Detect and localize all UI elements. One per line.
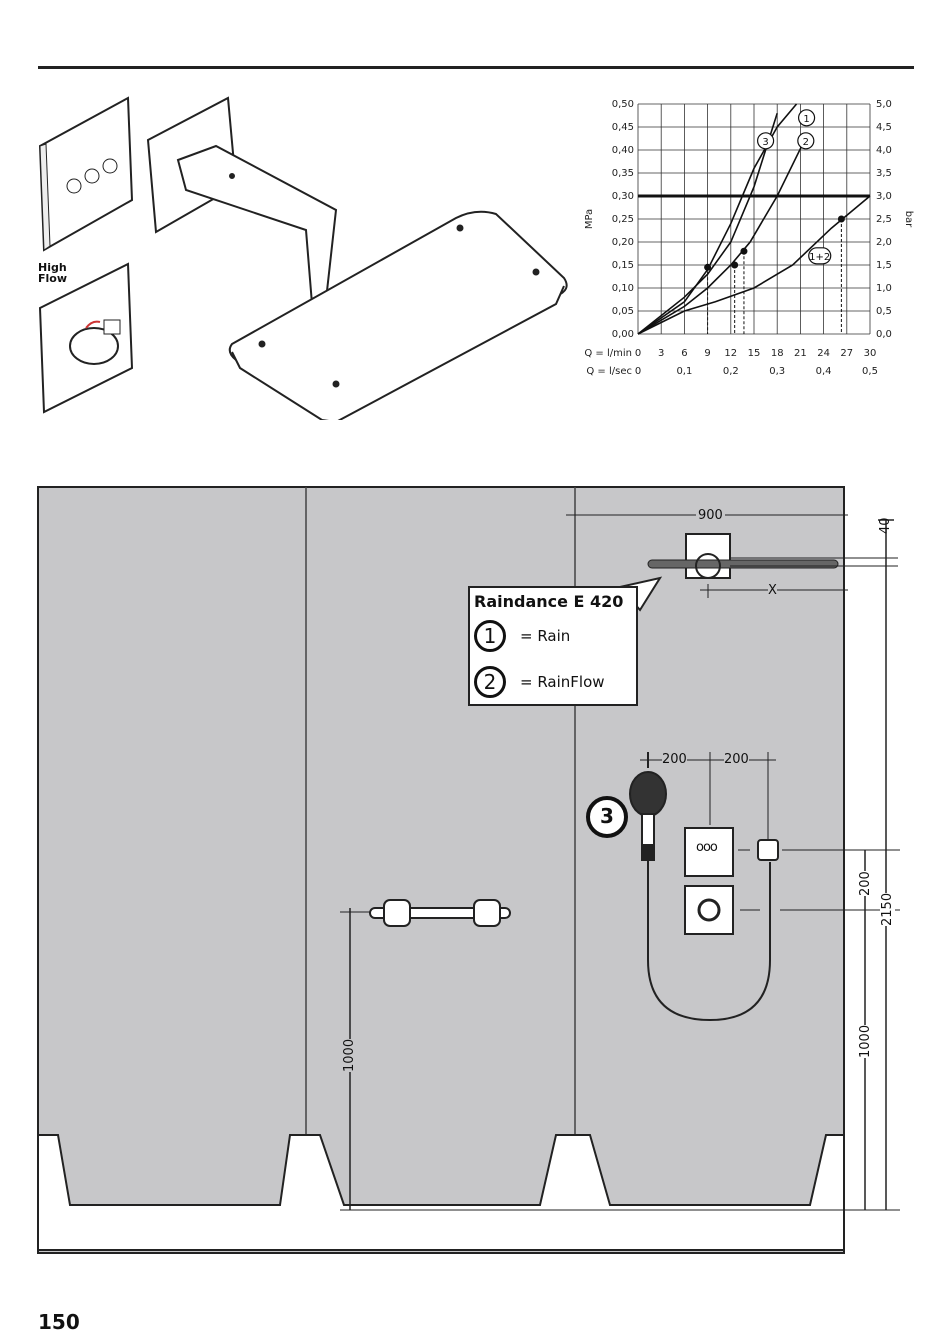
y-tick-bar: 3,0	[876, 191, 892, 202]
legend-number-2: 2	[474, 666, 506, 698]
y-tick-mpa: 0,20	[612, 237, 634, 248]
y-tick-bar: 1,0	[876, 283, 892, 294]
x-tick-lmin: 12	[724, 348, 737, 359]
dim-2150: 2150	[880, 893, 895, 926]
x-tick-lmin: 24	[817, 348, 830, 359]
y-tick-mpa: 0,40	[612, 145, 634, 156]
legend-text-2: = RainFlow	[520, 673, 605, 691]
chart-grid	[638, 104, 870, 334]
x-tick-lmin: 0	[635, 348, 641, 359]
y-tick-mpa: 0,45	[612, 122, 634, 133]
select-panel-drawing	[40, 98, 132, 250]
top-rule	[38, 66, 914, 69]
x-tick-lmin: 15	[748, 348, 761, 359]
thermostat-panel-drawing	[40, 264, 132, 412]
product-illustrations	[36, 90, 576, 420]
legend-box: Raindance E 420 1 = Rain 2 = RainFlow	[468, 586, 638, 706]
y-tick-mpa: 0,00	[612, 329, 634, 340]
select-button-icon: ooo	[696, 840, 717, 855]
x-tick-lmin: 18	[771, 348, 784, 359]
x-tick-lmin: 21	[794, 348, 807, 359]
overhead-shower-drawing	[148, 98, 567, 420]
x-tick-lmin: 9	[704, 348, 710, 359]
legend-item-rainflow: 2 = RainFlow	[474, 666, 605, 698]
dim-200-left: 200	[662, 752, 687, 767]
y-tick-mpa: 0,05	[612, 306, 634, 317]
series-line-2	[638, 141, 804, 334]
dim-200-right: 200	[724, 752, 749, 767]
x-tick-lsec: 0,5	[862, 366, 878, 377]
legend-title: Raindance E 420	[474, 592, 623, 611]
y-axis-label-bar: bar	[903, 211, 914, 228]
y-tick-mpa: 0,35	[612, 168, 634, 179]
x-tick-lmin: 3	[658, 348, 664, 359]
high-flow-line2: Flow	[38, 273, 67, 284]
series-label-2: 2	[803, 137, 809, 148]
callout-3-label: 3	[600, 804, 614, 828]
x-axis-label-lsec: Q = l/sec	[586, 366, 632, 377]
x-tick-lmin: 27	[840, 348, 853, 359]
series-label-3: 3	[762, 137, 768, 148]
dim-200-vertical: 200	[858, 871, 873, 896]
dim-1000-right: 1000	[858, 1025, 873, 1058]
dim-40: 40	[878, 517, 893, 534]
x-tick-lmin: 30	[864, 348, 877, 359]
x-axis-label-lmin: Q = l/min	[584, 348, 632, 359]
y-tick-bar: 0,5	[876, 306, 892, 317]
legend-number-1: 1	[474, 620, 506, 652]
y-tick-mpa: 0,10	[612, 283, 634, 294]
y-tick-bar: 2,0	[876, 237, 892, 248]
y-tick-mpa: 0,50	[612, 99, 634, 110]
y-tick-bar: 3,5	[876, 168, 892, 179]
y-tick-bar: 5,0	[876, 99, 892, 110]
page-number: 150	[38, 1310, 80, 1334]
x-tick-lsec: 0,2	[723, 366, 739, 377]
series-label-1+2: 1+2	[809, 252, 830, 263]
high-flow-label: High Flow	[38, 262, 67, 284]
y-tick-bar: 4,5	[876, 122, 892, 133]
dim-900: 900	[696, 508, 725, 523]
series-label-1: 1	[803, 114, 809, 125]
y-tick-bar: 1,5	[876, 260, 892, 271]
x-tick-lsec: 0,3	[769, 366, 785, 377]
y-tick-bar: 0,0	[876, 329, 892, 340]
y-tick-mpa: 0,15	[612, 260, 634, 271]
y-tick-mpa: 0,25	[612, 214, 634, 225]
y-axis-label-mpa: MPa	[584, 209, 595, 229]
legend-item-rain: 1 = Rain	[474, 620, 570, 652]
x-tick-lsec: 0,1	[676, 366, 692, 377]
x-tick-lsec: 0,4	[816, 366, 832, 377]
y-tick-bar: 4,0	[876, 145, 892, 156]
dim-x: X	[768, 583, 777, 598]
y-tick-bar: 2,5	[876, 214, 892, 225]
legend-text-1: = Rain	[520, 627, 570, 645]
x-tick-lsec: 0	[635, 366, 641, 377]
y-tick-mpa: 0,30	[612, 191, 634, 202]
x-tick-lmin: 6	[681, 348, 687, 359]
dim-1000-left: 1000	[342, 1039, 357, 1072]
